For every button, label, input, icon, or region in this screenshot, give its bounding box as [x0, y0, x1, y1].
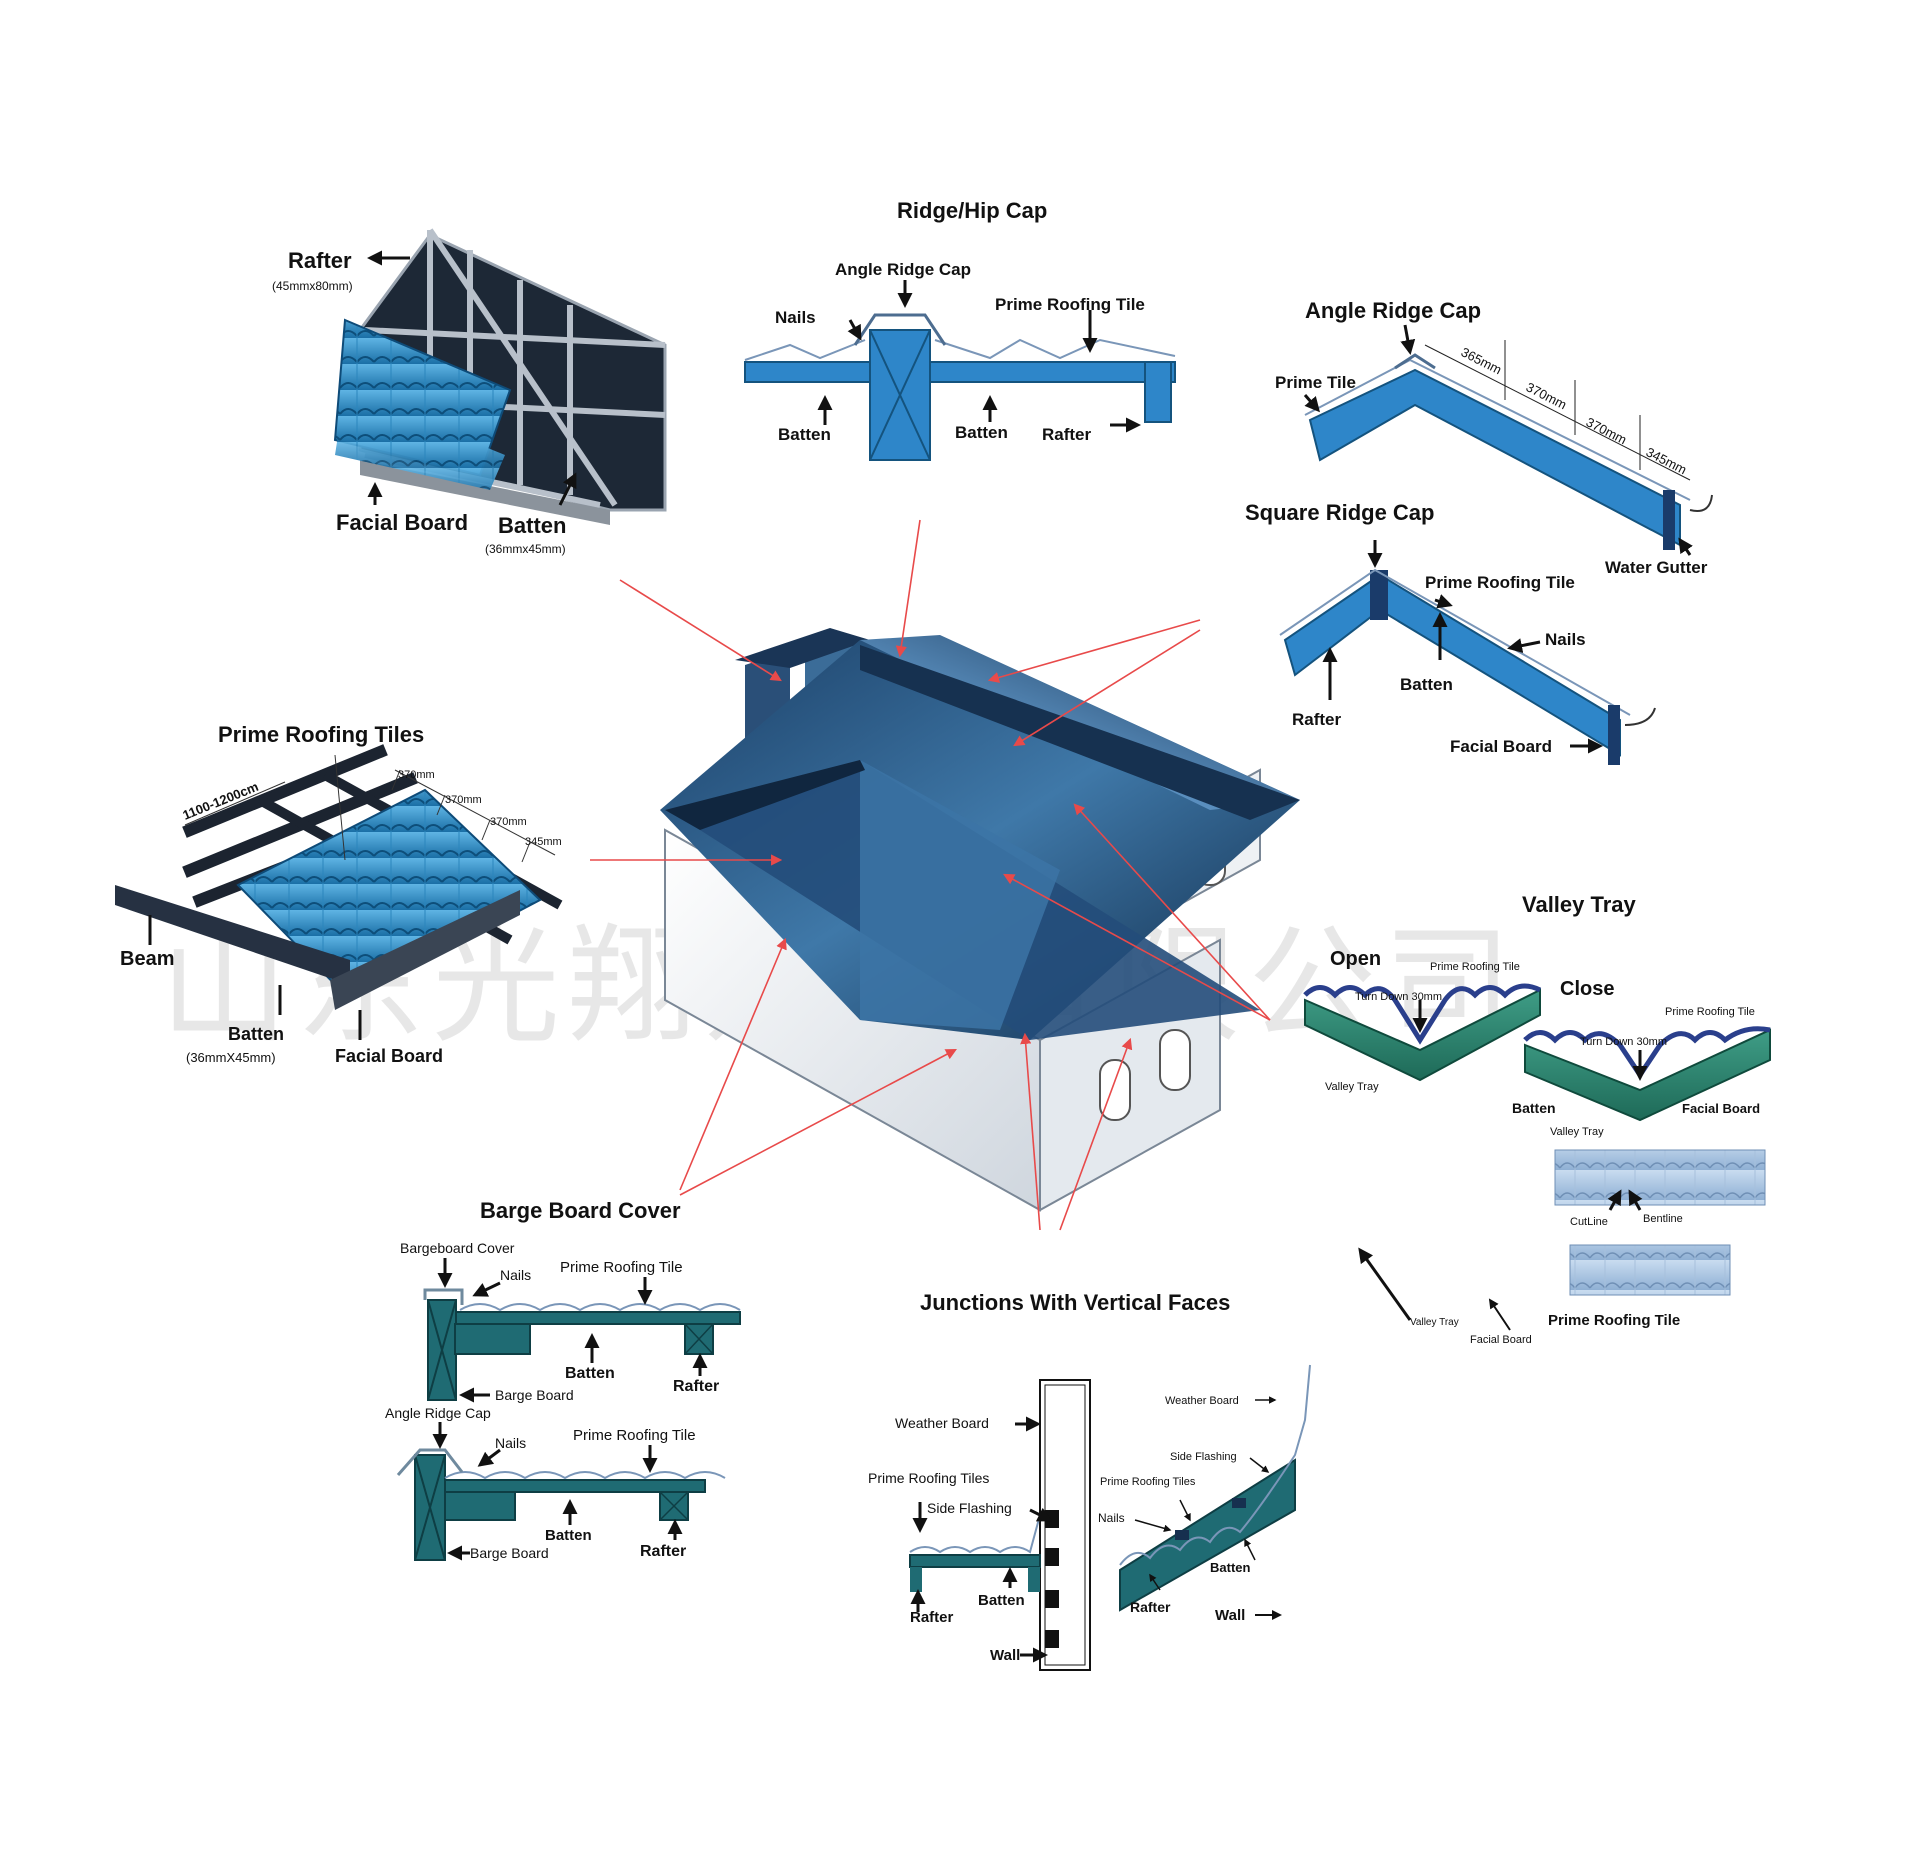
angle-ridge-dim-3: 370mm [1584, 414, 1629, 447]
valley-open-tray: Valley Tray [1325, 1081, 1379, 1093]
junctions-batten-2: Batten [1210, 1560, 1251, 1575]
ridge-hip-title: Ridge/Hip Cap [897, 198, 1047, 223]
panel-junctions [909, 1364, 1311, 1671]
barge-rafter-2: Rafter [640, 1543, 686, 1560]
valley-facial-board-label-2: Facial Board [1470, 1334, 1532, 1346]
prime-tiles-dim-1: 370mm [398, 769, 435, 781]
angle-ridge-dim-1: 365mm [1459, 344, 1504, 377]
valley-open-label: Open [1330, 948, 1381, 970]
junctions-weather-board-1: Weather Board [895, 1415, 989, 1431]
prime-tiles-batten-size: (36mmX45mm) [186, 1050, 276, 1065]
barge-title: Barge Board Cover [480, 1198, 681, 1223]
barge-bargeboard-cover-label: Bargeboard Cover [400, 1240, 515, 1256]
ridge-hip-rafter-label: Rafter [1042, 425, 1092, 444]
junctions-prime-tiles-1: Prime Roofing Tiles [868, 1470, 989, 1486]
valley-close-tray: Valley Tray [1550, 1126, 1604, 1138]
square-ridge-prime-tile-label: Prime Roofing Tile [1425, 573, 1575, 592]
prime-tiles-batten-label: Batten [228, 1024, 284, 1044]
square-ridge-batten-label: Batten [1400, 675, 1453, 694]
truss-rafter-label: Rafter [288, 248, 352, 273]
junctions-weather-board-2: Weather Board [1165, 1395, 1239, 1407]
valley-facial-board-label: Facial Board [1682, 1101, 1760, 1116]
prime-tiles-dim-2: 370mm [445, 794, 482, 806]
square-ridge-facial-board-label: Facial Board [1450, 737, 1552, 756]
junctions-rafter-2: Rafter [1130, 1599, 1171, 1615]
prime-tiles-dim-4: 345mm [525, 836, 562, 848]
barge-batten-1: Batten [565, 1365, 615, 1382]
prime-tiles-dim-3: 370mm [490, 816, 527, 828]
valley-prime-tile-label-3: Prime Roofing Tile [1548, 1312, 1680, 1329]
panel-ridge-hip [744, 280, 1176, 461]
square-ridge-rafter-label: Rafter [1292, 710, 1342, 729]
junctions-title: Junctions With Vertical Faces [920, 1290, 1230, 1315]
prime-tiles-beam-label: Beam [120, 948, 174, 970]
ridge-hip-batten-left: Batten [778, 425, 831, 444]
junctions-wall-2: Wall [1215, 1607, 1245, 1624]
panel-angle-ridge [1303, 324, 1713, 556]
prime-tiles-facial-board-label: Facial Board [335, 1046, 443, 1066]
truss-batten-size: (36mmx45mm) [485, 542, 566, 556]
angle-ridge-prime-tile-label: Prime Tile [1275, 373, 1356, 392]
junctions-nails: Nails [1098, 1511, 1125, 1525]
barge-prime-tile-1: Prime Roofing Tile [560, 1259, 683, 1276]
panel-truss [333, 228, 667, 525]
valley-cutline-label: CutLine [1570, 1216, 1608, 1228]
valley-close-prime-tile: Prime Roofing Tile [1665, 1006, 1755, 1018]
barge-board-1: Barge Board [495, 1387, 574, 1403]
truss-facial-board-label: Facial Board [336, 510, 468, 535]
barge-angle-ridge-cap: Angle Ridge Cap [385, 1405, 491, 1421]
junctions-side-flashing-1: Side Flashing [927, 1500, 1012, 1516]
ridge-hip-nails-label: Nails [775, 308, 816, 327]
barge-nails-2: Nails [495, 1435, 526, 1451]
window-icon [1099, 1059, 1131, 1121]
junctions-prime-tiles-2: Prime Roofing Tiles [1100, 1476, 1196, 1488]
house-illustration [660, 628, 1300, 1212]
panel-barge [396, 1258, 741, 1561]
barge-prime-tile-2: Prime Roofing Tile [573, 1427, 696, 1444]
valley-batten-label: Batten [1512, 1100, 1556, 1116]
junctions-batten-1: Batten [978, 1592, 1025, 1609]
ridge-hip-angle-cap-label: Angle Ridge Cap [835, 260, 971, 279]
panel-valley [1303, 983, 1771, 1331]
valley-open-turn-down: Turn Down 30mm [1355, 991, 1442, 1003]
angle-ridge-dim-4: 345mm [1644, 444, 1689, 477]
ridge-hip-prime-tile-label: Prime Roofing Tile [995, 295, 1145, 314]
valley-title: Valley Tray [1522, 892, 1637, 917]
angle-ridge-title: Angle Ridge Cap [1305, 298, 1481, 323]
leader-lines [590, 519, 1271, 1231]
junctions-side-flashing-2: Side Flashing [1170, 1451, 1237, 1463]
valley-close-turn-down: Turn Down 30mm [1580, 1036, 1667, 1048]
barge-board-2: Barge Board [470, 1545, 549, 1561]
barge-batten-2: Batten [545, 1527, 592, 1544]
prime-tiles-title: Prime Roofing Tiles [218, 722, 424, 747]
barge-nails-1: Nails [500, 1267, 531, 1283]
valley-bentline-label: Bentline [1643, 1213, 1683, 1225]
valley-tray-label-3: Valley Tray [1410, 1317, 1459, 1328]
valley-tile-sample-2 [1569, 1244, 1731, 1296]
barge-rafter-1: Rafter [673, 1378, 719, 1395]
square-ridge-title: Square Ridge Cap [1245, 500, 1434, 525]
angle-ridge-water-gutter: Water Gutter [1605, 558, 1708, 577]
square-ridge-nails-label: Nails [1545, 630, 1586, 649]
truss-batten-label: Batten [498, 513, 566, 538]
window-icon [1159, 1029, 1191, 1091]
valley-close-label: Close [1560, 978, 1614, 1000]
junctions-rafter-1: Rafter [910, 1609, 954, 1626]
angle-ridge-dim-2: 370mm [1524, 379, 1569, 412]
truss-rafter-size: (45mmx80mm) [272, 279, 353, 293]
ridge-hip-batten-right: Batten [955, 423, 1008, 442]
valley-tile-sample-1 [1554, 1149, 1766, 1206]
valley-open-prime-tile: Prime Roofing Tile [1430, 961, 1520, 973]
panel-prime-tiles [115, 744, 563, 1040]
panel-square-ridge [1279, 540, 1656, 765]
junctions-wall-1: Wall [990, 1647, 1020, 1664]
